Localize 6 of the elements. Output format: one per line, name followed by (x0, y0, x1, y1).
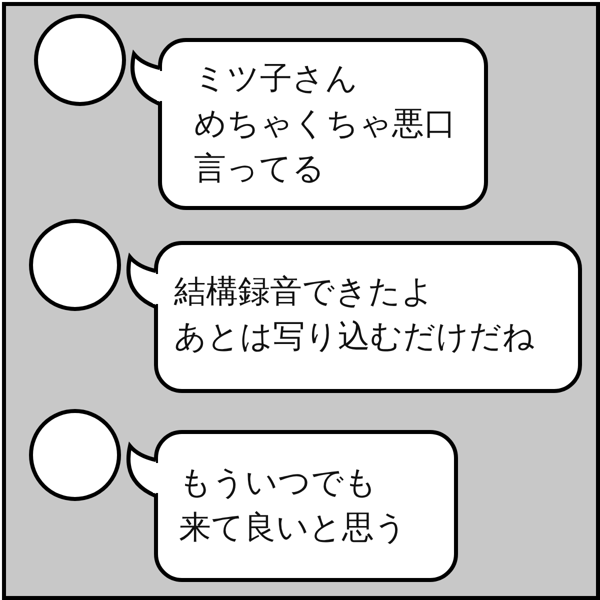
speech-bubble (124, 241, 582, 393)
message-text: もういつでも来て良いと思う (179, 462, 407, 548)
message-text: 結構録音できたよあとは写り込むだけだね (174, 271, 535, 357)
speech-bubble (124, 430, 458, 582)
speech-bubble (128, 38, 488, 210)
message-text: ミツ子さんめちゃくちゃ悪口言ってる (194, 58, 456, 189)
